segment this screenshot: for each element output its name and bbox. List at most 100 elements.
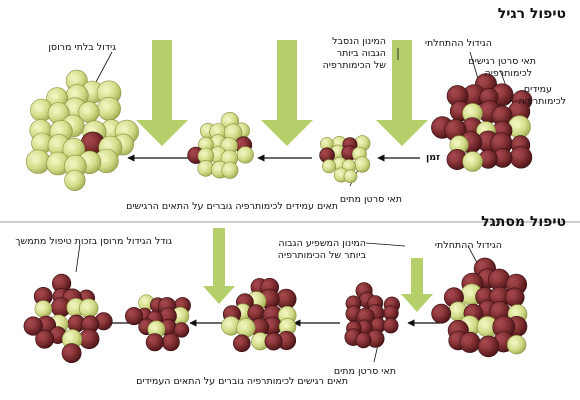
cell-nucleus bbox=[105, 142, 113, 150]
cell-nucleus bbox=[282, 295, 288, 301]
cell-nucleus bbox=[338, 171, 343, 177]
cell-nucleus bbox=[42, 321, 48, 328]
cell-nucleus bbox=[151, 338, 157, 344]
chemo-arrow-3 bbox=[376, 40, 428, 146]
min-dose-label-l2: ביותר של הכימותרפיה bbox=[277, 250, 366, 261]
cell-nucleus bbox=[39, 305, 45, 311]
tumor-adaptive-1 bbox=[344, 282, 401, 349]
cell-nucleus bbox=[239, 141, 245, 147]
cell-nucleus bbox=[177, 326, 183, 332]
cell-nucleus bbox=[265, 295, 271, 301]
cell-nucleus bbox=[452, 155, 459, 161]
cell-nucleus bbox=[72, 319, 78, 325]
dead-cells-label-bottom: תאי סרטן מתים bbox=[333, 366, 396, 377]
cell-nucleus bbox=[53, 331, 60, 337]
resistant-cells-label-l2: לכימותרפיה bbox=[518, 96, 566, 107]
cell-nucleus bbox=[499, 337, 506, 344]
cell-nucleus bbox=[121, 126, 129, 134]
cell-nucleus bbox=[36, 105, 44, 112]
max-dose-label-l2: הגבוה ביותר bbox=[336, 48, 386, 59]
cell-nucleus bbox=[496, 139, 503, 145]
cell-nucleus bbox=[227, 310, 234, 316]
chemo-arrow-4 bbox=[203, 228, 235, 304]
cell-nucleus bbox=[225, 142, 231, 148]
cell-nucleus bbox=[226, 166, 232, 172]
cell-nucleus bbox=[255, 323, 261, 329]
cell-nucleus bbox=[251, 308, 258, 315]
cell-nucleus bbox=[282, 336, 288, 342]
regular-treatment-title: טיפול רגיל bbox=[497, 6, 566, 22]
tumor-initial-bottom bbox=[431, 257, 528, 358]
cell-nucleus bbox=[130, 312, 136, 318]
cell-nucleus bbox=[325, 163, 331, 168]
cell-nucleus bbox=[214, 138, 220, 144]
cell-nucleus bbox=[481, 79, 488, 86]
cell-nucleus bbox=[517, 95, 524, 102]
cell-nucleus bbox=[225, 154, 231, 160]
cell-nucleus bbox=[56, 126, 63, 134]
cell-nucleus bbox=[241, 323, 248, 330]
cell-nucleus bbox=[495, 292, 502, 299]
cell-nucleus bbox=[467, 290, 474, 297]
cell-nucleus bbox=[70, 104, 77, 112]
cell-nucleus bbox=[499, 322, 506, 329]
cell-nucleus bbox=[450, 125, 457, 132]
cell-nucleus bbox=[99, 317, 106, 323]
cell-nucleus bbox=[349, 299, 355, 305]
tumor-uncontrolled bbox=[25, 69, 139, 191]
sensitive-overcome-label: תאים רגישים לכימותרפיה גוברים על התאים ה… bbox=[136, 376, 348, 387]
cell-nucleus bbox=[484, 92, 491, 99]
cell-nucleus bbox=[255, 283, 261, 289]
max-dose-label-l3: של הכימותרפיה bbox=[322, 60, 386, 71]
cell-nucleus bbox=[356, 151, 361, 156]
cell-nucleus bbox=[336, 161, 341, 166]
cell-nucleus bbox=[84, 157, 92, 164]
cell-nucleus bbox=[265, 283, 271, 289]
cell-nucleus bbox=[514, 106, 521, 113]
initial-tumor-label-bottom: הגידול ההתחלתי bbox=[434, 240, 502, 251]
cell-nucleus bbox=[467, 123, 474, 130]
cell-nucleus bbox=[256, 337, 262, 343]
cell-nucleus bbox=[87, 87, 95, 94]
cell-nucleus bbox=[69, 175, 77, 183]
cell-nucleus bbox=[164, 323, 170, 329]
cell-nucleus bbox=[154, 301, 160, 307]
cell-nucleus bbox=[104, 103, 111, 111]
cell-nucleus bbox=[87, 138, 95, 146]
cell-nucleus bbox=[101, 155, 109, 163]
cell-nucleus bbox=[241, 151, 247, 157]
cell-nucleus bbox=[483, 154, 490, 161]
cell-nucleus bbox=[53, 108, 61, 115]
cell-nucleus bbox=[358, 161, 364, 166]
cell-nucleus bbox=[483, 305, 490, 312]
cell-nucleus bbox=[510, 292, 517, 299]
cell-nucleus bbox=[84, 107, 91, 114]
cell-nucleus bbox=[35, 125, 43, 132]
cell-nucleus bbox=[455, 106, 462, 113]
cell-nucleus bbox=[388, 301, 394, 306]
cell-nucleus bbox=[283, 322, 289, 329]
cell-nucleus bbox=[86, 320, 92, 326]
cell-nucleus bbox=[84, 304, 91, 310]
cell-nucleus bbox=[283, 311, 289, 317]
tumor-after-dose-2 bbox=[187, 111, 254, 179]
resistant-cells-label-l1: עמידים bbox=[523, 84, 552, 95]
cell-nucleus bbox=[214, 128, 220, 134]
cell-nucleus bbox=[202, 152, 208, 158]
cell-nucleus bbox=[483, 322, 489, 329]
initial-tumor-label-top: הגידול ההתחלתי bbox=[424, 38, 492, 49]
cell-nucleus bbox=[216, 166, 222, 171]
tumor-adaptive-2 bbox=[221, 277, 297, 353]
cell-nucleus bbox=[345, 163, 350, 168]
cell-nucleus bbox=[469, 90, 476, 97]
cell-nucleus bbox=[497, 90, 504, 97]
cell-nucleus bbox=[336, 140, 341, 145]
cell-nucleus bbox=[29, 322, 35, 328]
cell-nucleus bbox=[53, 158, 60, 166]
cell-nucleus bbox=[70, 161, 77, 168]
chemo-dose-arrows-top bbox=[136, 40, 428, 146]
cell-nucleus bbox=[54, 140, 61, 147]
cell-nucleus bbox=[349, 333, 355, 339]
cell-nucleus bbox=[453, 306, 460, 313]
cell-nucleus bbox=[52, 93, 59, 100]
